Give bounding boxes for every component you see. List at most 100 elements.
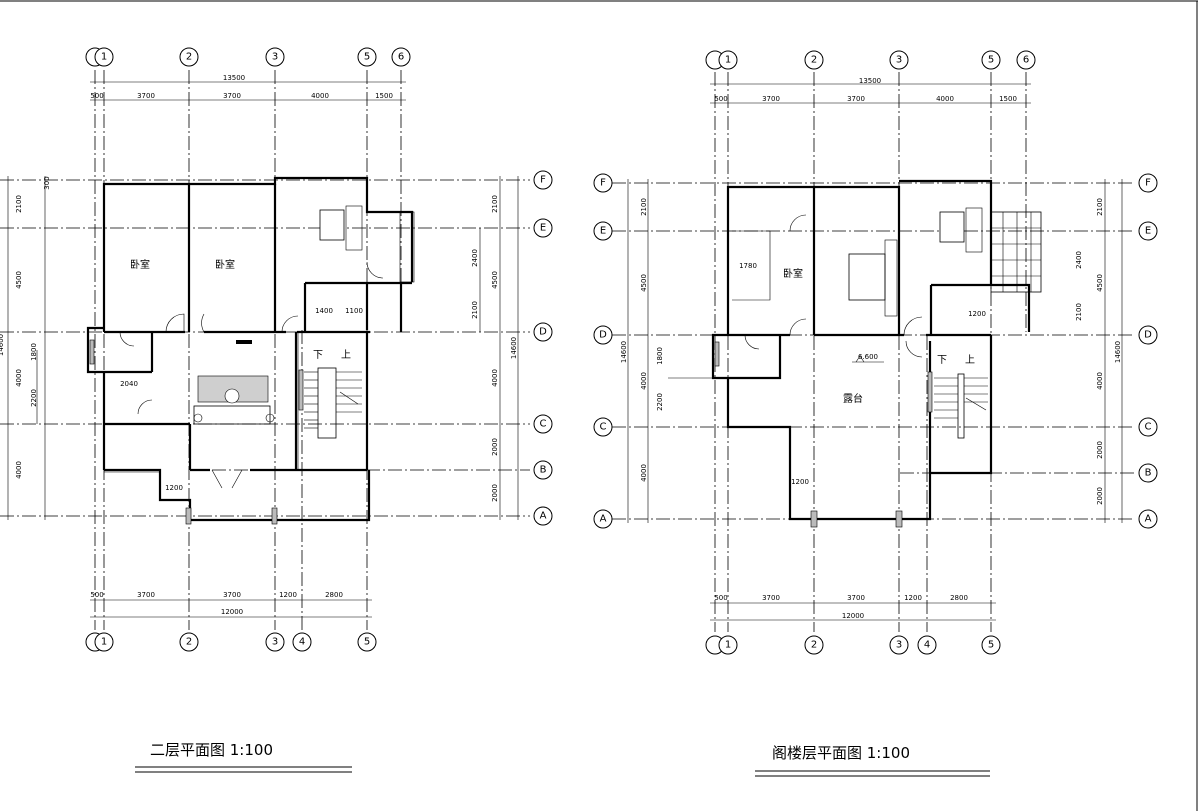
pergola [990, 211, 1042, 293]
column [810, 510, 818, 528]
axis-label: D [599, 330, 607, 341]
axis-label: C [540, 419, 547, 430]
stair-label-down: 下 [937, 355, 947, 366]
walls [711, 179, 1031, 521]
axis-label: 1 [101, 52, 107, 63]
dim-left-7: 1800 [30, 343, 38, 361]
axis-bubbles-bottom: 1 2 3 4 5 [85, 632, 377, 652]
axis-bubbles-top: 1 2 3 5 6 [85, 47, 411, 67]
dim-top-4: 4000 [936, 95, 954, 103]
axis-bubbles-top: 1 2 3 5 6 [705, 50, 1036, 70]
dim-right-3: 4000 [1096, 372, 1104, 390]
second-floor-plan: 13500 500 3700 3700 4000 1500 500 3700 3… [0, 47, 553, 773]
dim-top-total: 13500 [859, 77, 881, 85]
dim-bottom-2: 3700 [137, 591, 155, 599]
dim-bottom-5: 2800 [950, 594, 968, 602]
dim-top-4: 4000 [311, 92, 329, 100]
dim-right-total: 14600 [510, 337, 518, 359]
axis-label: 5 [364, 637, 370, 648]
axis-label: A [540, 511, 547, 522]
dim-left-1: 2100 [15, 195, 23, 213]
dim-inner-2: 2400 [1075, 251, 1083, 269]
dim-left-total: 14600 [0, 334, 5, 356]
dim-inner-5: 1200 [791, 478, 809, 486]
axis-bubbles-right: F E D C B A [533, 170, 553, 526]
axis-label: B [540, 465, 547, 476]
room-label-bedroom-2: 卧室 [215, 258, 235, 271]
dim-top-2: 3700 [137, 92, 155, 100]
level-value: 6.600 [858, 353, 878, 361]
axis-label: 1 [725, 640, 731, 651]
dim-left-1: 2100 [640, 198, 648, 216]
walls [86, 176, 414, 522]
dim-top-5: 1500 [375, 92, 393, 100]
column [271, 507, 278, 525]
dim-bottom-3: 3700 [223, 591, 241, 599]
dim-bottom-1: 500 [90, 591, 103, 599]
dim-left-3: 4000 [15, 369, 23, 387]
bed-master [848, 239, 898, 317]
axis-label: F [1145, 178, 1151, 189]
dim-inner-3: 2100 [1075, 303, 1083, 321]
axis-label: F [540, 175, 546, 186]
dim-bottom-total: 12000 [842, 612, 864, 620]
axis-label: 1 [101, 637, 107, 648]
dim-right-5: 2000 [1096, 487, 1104, 505]
dim-left-total: 14600 [620, 341, 628, 363]
axis-label: 5 [988, 55, 994, 66]
axis-bubbles-bottom: 1 2 3 4 5 [705, 635, 1001, 655]
axis-label: 3 [272, 637, 278, 648]
axis-lines-vertical [714, 72, 1027, 632]
window [714, 341, 720, 367]
axis-label: 3 [896, 640, 902, 651]
stair [304, 367, 362, 439]
axis-label: 2 [186, 637, 192, 648]
dimension-lines [627, 83, 1123, 621]
axis-label: 6 [398, 52, 404, 63]
dim-bottom-4: 1200 [904, 594, 922, 602]
room-label-bedroom: 卧室 [783, 267, 803, 280]
dim-inner-1: 1780 [739, 262, 757, 270]
dimension-lines [7, 81, 519, 618]
dim-left-3: 4000 [640, 372, 648, 390]
axis-label: C [600, 422, 607, 433]
dim-left-2: 4500 [15, 271, 23, 289]
dim-top-2: 3700 [762, 95, 780, 103]
dim-left-5: 4000 [640, 464, 648, 482]
axis-label: E [1145, 226, 1151, 237]
axis-label: E [600, 226, 606, 237]
axis-bubbles-right: F E D C B A [1138, 173, 1158, 529]
dim-bottom-5: 2800 [325, 591, 343, 599]
axis-label: A [1145, 514, 1152, 525]
axis-lines-horizontal [0, 179, 530, 517]
dim-left-5: 4000 [15, 461, 23, 479]
axis-label: B [1145, 468, 1152, 479]
bed-guest [939, 207, 983, 253]
axis-label: 4 [299, 637, 305, 648]
dim-inner-1: 2400 [471, 249, 479, 267]
dim-right-4: 2000 [491, 438, 499, 456]
stair-label-down: 下 [313, 350, 323, 361]
window [89, 339, 95, 365]
axis-label: 5 [364, 52, 370, 63]
dim-top-3: 3700 [847, 95, 865, 103]
dim-inner-2: 2100 [471, 301, 479, 319]
dim-inner-5: 2040 [120, 380, 138, 388]
stair [934, 373, 988, 439]
axis-lines-vertical [94, 70, 402, 630]
axis-label: 2 [186, 52, 192, 63]
dim-right-total: 14600 [1114, 341, 1122, 363]
dim-left-6: 300 [43, 176, 51, 189]
dim-right-1: 2100 [491, 195, 499, 213]
dim-bottom-3: 3700 [847, 594, 865, 602]
column [185, 507, 192, 525]
dim-top-total: 13500 [223, 74, 245, 82]
dim-inner-4: 1100 [345, 307, 363, 315]
dim-right-5: 2000 [491, 484, 499, 502]
room-label-bedroom-1: 卧室 [130, 258, 150, 271]
room-label-terrace: 露台 [843, 392, 863, 405]
dim-bottom-1: 500 [714, 594, 727, 602]
level-marker: 6.600 [852, 353, 884, 363]
axis-label: 6 [1023, 55, 1029, 66]
